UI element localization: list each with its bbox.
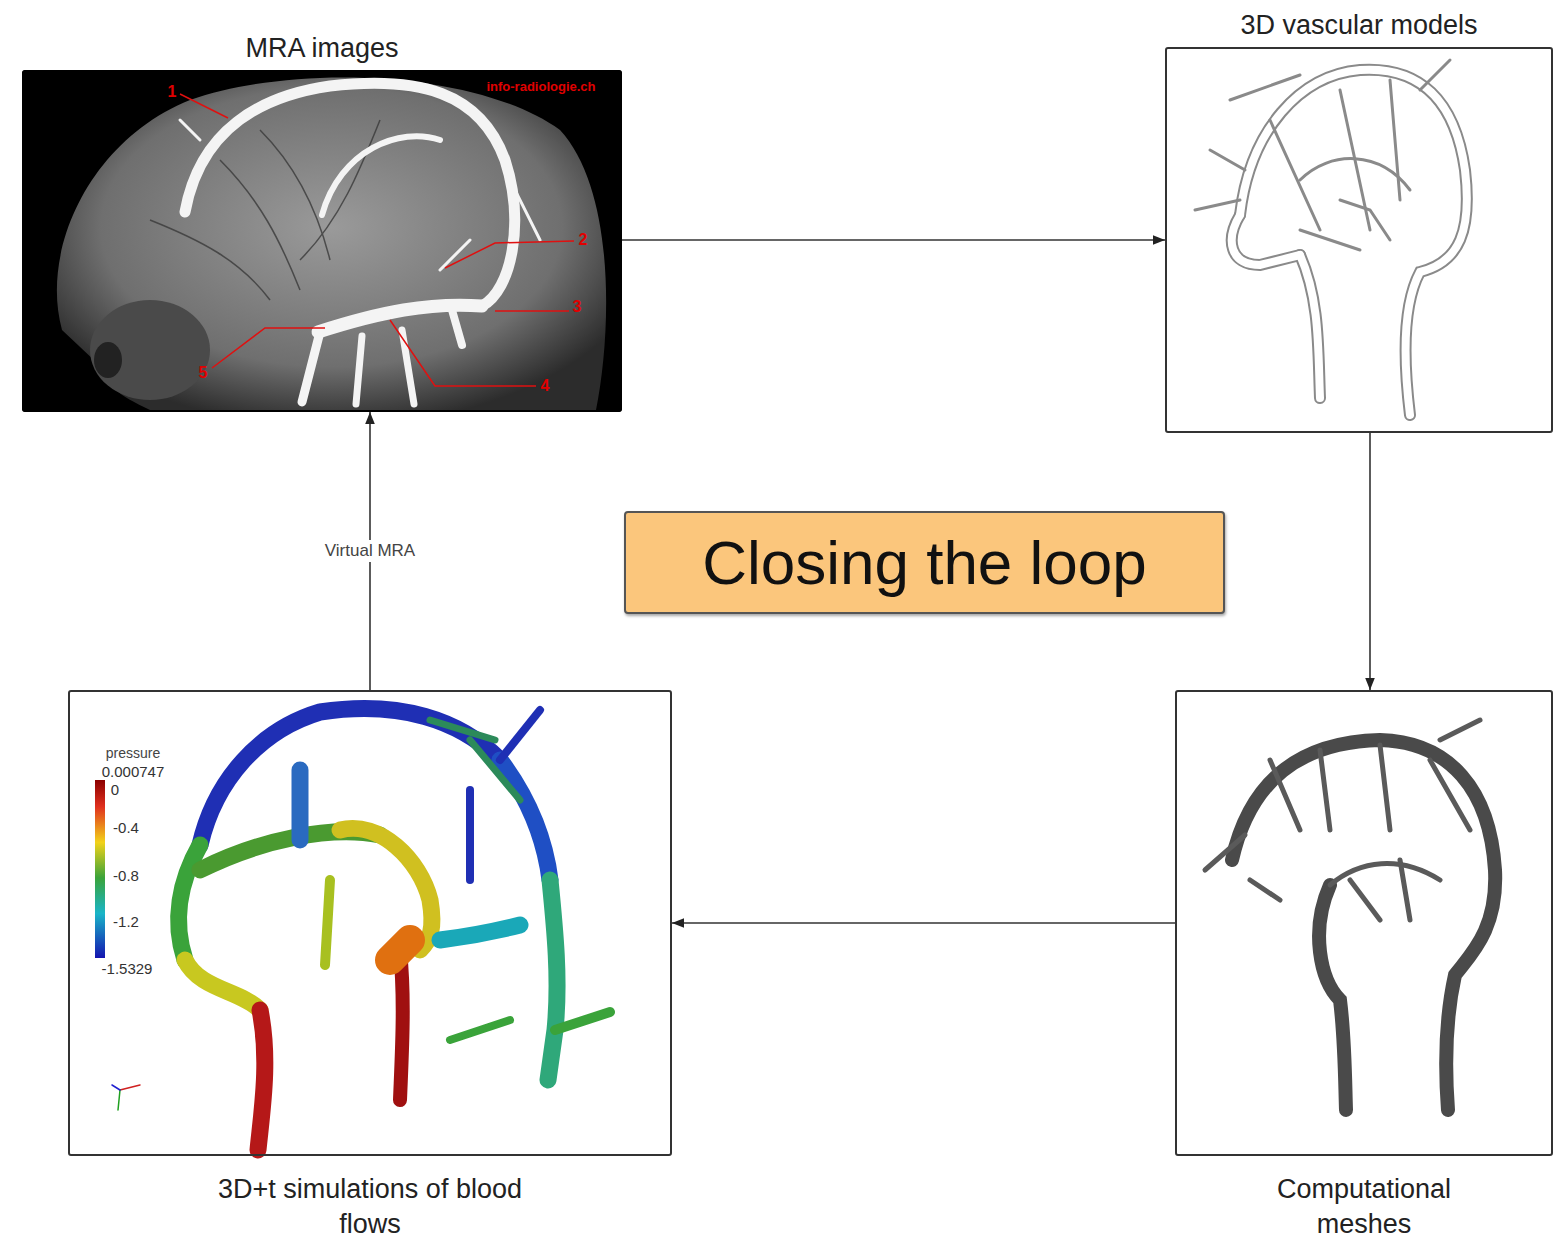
panel-heading: 3D+t simulations of blood flows [210,1172,530,1242]
colorbar-tick: -0.8 [113,867,139,884]
panel-heading: 3D vascular models [1169,8,1549,43]
vascular-model [1195,60,1467,415]
edge-label: Virtual MRA [321,540,419,562]
flow-arrow [672,922,1175,924]
banner-text: Closing the loop [702,527,1147,598]
panel-heading: MRA images [122,31,522,66]
mesh-model [1205,720,1495,1110]
panel-heading: Computational meshes [1234,1172,1494,1242]
colorbar-tick: -1.5329 [102,960,153,977]
colorbar-tick: 0.000747 [102,763,165,780]
flow-arrow [622,239,1165,241]
central-banner: Closing the loop [624,511,1225,614]
simulation-model [95,709,610,1150]
flow-arrow [1369,433,1371,690]
watermark: info-radiologie.ch [486,79,595,94]
colorbar-tick: 0 [111,781,119,798]
colorbar-tick: pressure [106,745,160,761]
colorbar-tick: -0.4 [113,819,139,836]
colorbar-tick: -1.2 [113,913,139,930]
callout-number: 5 [199,364,208,382]
image-panel: MRA images [22,70,622,412]
callout-number: 3 [573,298,582,316]
image-panel: 3D vascular models [1165,47,1553,433]
callout-number: 4 [541,377,550,395]
callout-number: 1 [168,83,177,101]
image-panel: Computational meshes [1175,690,1553,1156]
mra-image [22,70,622,412]
callout-number: 2 [579,231,588,249]
